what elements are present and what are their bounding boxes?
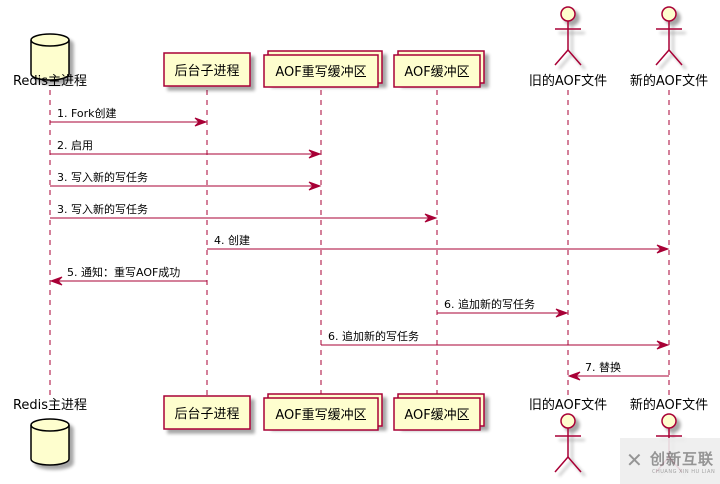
message-label: 4. 创建 — [214, 233, 250, 247]
collection-front-box — [263, 397, 379, 431]
participant-label: AOF缓冲区 — [404, 408, 469, 423]
message-label: 1. Fork创建 — [57, 106, 117, 120]
participant-label: AOF重写缓冲区 — [275, 64, 366, 80]
participant-label: 后台子进程 — [174, 64, 239, 79]
message-arrow[interactable]: 6. 追加新的写任务 — [321, 329, 670, 350]
message-arrow[interactable]: 5. 通知：重写AOF成功 — [49, 265, 207, 286]
participant-aof_buf-top[interactable]: AOF缓冲区 — [393, 50, 485, 88]
arrowhead-icon — [308, 149, 322, 159]
participant-label: AOF缓冲区 — [404, 65, 469, 80]
watermark-text: 创新互联 — [650, 450, 715, 468]
watermark-logo: ✕ 创新互联 CHUANG XIN HU LIAN — [620, 438, 720, 484]
participant-label: 新的AOF文件 — [630, 73, 708, 89]
participant-box — [163, 52, 251, 87]
participant-old_file-top[interactable]: 旧的AOF文件 — [529, 6, 607, 89]
participant-label: Redis主进程 — [13, 74, 87, 89]
message-arrow[interactable]: 3. 写入新的写任务 — [50, 170, 322, 191]
participant-label: Redis主进程 — [13, 398, 87, 413]
arrowhead-icon — [49, 276, 63, 286]
collection-front-box — [263, 54, 379, 88]
message-arrow[interactable]: 6. 追加新的写任务 — [437, 297, 569, 318]
message-arrow[interactable]: 2. 启用 — [50, 139, 322, 159]
message-label: 3. 写入新的写任务 — [57, 202, 148, 216]
message-label: 6. 追加新的写任务 — [444, 297, 535, 311]
message-label: 5. 通知：重写AOF成功 — [67, 265, 180, 279]
actor-icon — [655, 6, 683, 66]
participant-box — [163, 395, 251, 430]
participant-label: 旧的AOF文件 — [529, 73, 607, 89]
actor-icon — [554, 6, 582, 66]
message-arrow[interactable]: 3. 写入新的写任务 — [50, 202, 438, 223]
participant-redis-bottom[interactable]: Redis主进程 — [13, 398, 87, 466]
participant-label: 新的AOF文件 — [630, 397, 708, 413]
message-arrow[interactable]: 1. Fork创建 — [50, 106, 208, 127]
watermark-subtext: CHUANG XIN HU LIAN — [652, 469, 716, 475]
participant-new_file-bottom[interactable]: 新的AOF文件 — [630, 397, 708, 473]
arrowhead-icon — [656, 244, 670, 254]
participant-child-bottom[interactable]: 后台子进程 — [163, 395, 251, 430]
arrowhead-icon — [308, 181, 322, 191]
participant-rewrite_buf-bottom[interactable]: AOF重写缓冲区 — [263, 393, 383, 431]
message-label: 2. 启用 — [57, 139, 93, 152]
participant-label: AOF重写缓冲区 — [275, 407, 366, 423]
arrowhead-icon — [567, 371, 581, 381]
participant-rewrite_buf-top[interactable]: AOF重写缓冲区 — [263, 50, 383, 88]
participant-old_file-bottom[interactable]: 旧的AOF文件 — [529, 397, 607, 473]
collection-front-box — [393, 397, 481, 431]
message-arrow[interactable]: 4. 创建 — [207, 233, 670, 254]
arrowhead-icon — [555, 308, 569, 318]
watermark-mark-icon: ✕ — [626, 448, 643, 472]
collection-front-box — [393, 54, 481, 88]
database-icon — [30, 418, 70, 466]
message-label: 7. 替换 — [585, 360, 621, 374]
participant-redis-top[interactable]: Redis主进程 — [13, 33, 87, 89]
arrowhead-icon — [424, 213, 438, 223]
participant-new_file-top[interactable]: 新的AOF文件 — [630, 6, 708, 89]
arrowhead-icon — [194, 117, 208, 127]
participant-child-top[interactable]: 后台子进程 — [163, 52, 251, 87]
participant-aof_buf-bottom[interactable]: AOF缓冲区 — [393, 393, 485, 431]
message-label: 6. 追加新的写任务 — [328, 329, 419, 343]
arrowhead-icon — [656, 340, 670, 350]
message-label: 3. 写入新的写任务 — [57, 170, 148, 184]
actor-icon — [554, 413, 582, 473]
participant-label: 后台子进程 — [174, 407, 239, 422]
message-arrow[interactable]: 7. 替换 — [567, 360, 669, 381]
participant-label: 旧的AOF文件 — [529, 397, 607, 413]
